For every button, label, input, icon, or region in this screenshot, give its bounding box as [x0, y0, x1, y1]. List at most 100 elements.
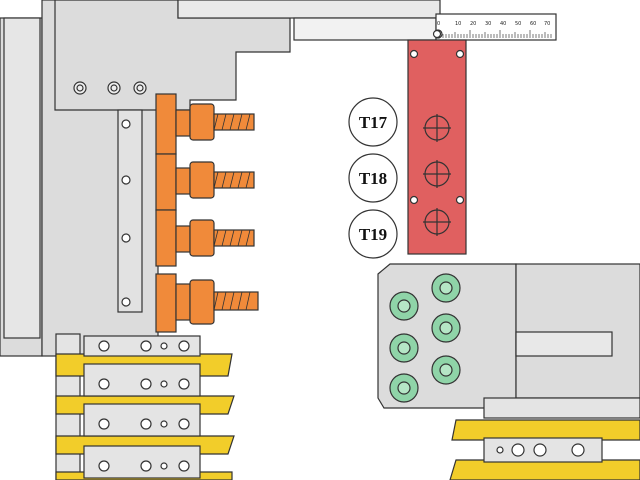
orange-collet-2 [175, 167, 191, 195]
bolt-3 [133, 81, 147, 95]
right-clamp-screw-2 [511, 443, 525, 457]
left-clamp-1-screw-b [140, 340, 152, 352]
red-tool-holder [407, 29, 467, 255]
yellow-insert-right-2 [449, 459, 640, 480]
left-clamp-2-screw-b [140, 378, 152, 390]
top-slide-and-ruler: 0 10 20 30 40 50 60 70 [177, 0, 557, 41]
yellow-insert-right-1 [451, 419, 640, 441]
left-clamp-2-screw-d [178, 378, 190, 390]
ruler-tick-10: 10 [455, 21, 461, 27]
top-slide-body [177, 0, 441, 19]
orange-tool-column [155, 93, 259, 333]
ruler-tick-20: 20 [470, 21, 476, 27]
orange-collet-4 [175, 283, 191, 321]
ruler-tick-30: 30 [485, 21, 491, 27]
orange-block-1 [155, 93, 177, 155]
socket-t19-cross [423, 208, 451, 236]
tool-socket-t17 [423, 114, 451, 142]
left-clamp-4-screw-a [98, 460, 110, 472]
left-clamp-4-screw-b [140, 460, 152, 472]
orange-nut-2 [189, 161, 215, 199]
ruler-tick-40: 40 [500, 21, 506, 27]
green-tool-left-bottom [389, 373, 419, 403]
orange-nut-1 [189, 103, 215, 141]
left-clamp-1-screw-c [160, 342, 168, 350]
bottom-right-yellow-holder [449, 419, 640, 480]
red-top-marker [432, 29, 442, 39]
label-t19: T19 [348, 209, 398, 259]
ruler-tick-70: 70 [544, 21, 550, 27]
flute-1 [213, 113, 251, 131]
bolt-2 [107, 81, 121, 95]
ruler-tick-50: 50 [515, 21, 521, 27]
right-turret-assembly [377, 263, 640, 419]
socket-t18-cross [423, 160, 451, 188]
holder-screw-4 [121, 297, 131, 307]
left-frame-lip [3, 17, 41, 339]
red-screw-bottom-left [409, 195, 419, 205]
left-clamp-4-screw-d [178, 460, 190, 472]
green-tool-left-top [389, 291, 419, 321]
green-right-mid-inner [439, 321, 453, 335]
left-clamp-2-screw-a [98, 378, 110, 390]
left-clamp-3-screw-d [178, 418, 190, 430]
label-t17: T17 [348, 97, 398, 147]
flute-4 [213, 291, 251, 311]
green-left-mid-inner [397, 341, 411, 355]
label-t18-circle [348, 153, 398, 203]
label-t17-text: T17 [359, 113, 388, 132]
bolt-1-inner [76, 84, 84, 92]
holder-screw-1 [121, 119, 131, 129]
left-clamp-1-screw-d [178, 340, 190, 352]
green-tool-left-mid [389, 333, 419, 363]
top-slide-arm [293, 17, 437, 41]
bolt-3-inner [136, 84, 144, 92]
left-clamp-3-screw-b [140, 418, 152, 430]
label-t18-text: T18 [359, 169, 387, 188]
green-tool-right-mid [431, 313, 461, 343]
left-clamp-4-screw-c [160, 462, 168, 470]
left-clamp-2-screw-c [160, 380, 168, 388]
green-tool-right-bottom [431, 355, 461, 385]
red-screw-top-right [455, 49, 465, 59]
flute-2 [213, 171, 251, 189]
right-clamp-screw-4 [571, 443, 585, 457]
green-left-bottom-inner [397, 381, 411, 395]
tool-labels: T17 T18 T19 [348, 97, 398, 259]
orange-nut-4 [189, 279, 215, 325]
drill-flutes [213, 113, 251, 311]
holder-screw-3 [121, 233, 131, 243]
orange-nut-3 [189, 219, 215, 257]
bottom-left-yellow-holders [55, 333, 235, 480]
orange-block-2 [155, 153, 177, 211]
green-left-top-inner [397, 299, 411, 313]
right-clamp-screw-1 [496, 446, 504, 454]
left-clamp-3-screw-c [160, 420, 168, 428]
bolt-2-inner [110, 84, 118, 92]
tool-socket-t19 [423, 208, 451, 236]
left-clamp-3-screw-a [98, 418, 110, 430]
orange-block-4 [155, 273, 177, 333]
right-turret-slot [515, 331, 613, 357]
ruler-tick-60: 60 [530, 21, 536, 27]
green-tool-right-top [431, 273, 461, 303]
orange-collet-1 [175, 109, 191, 137]
bolt-1 [73, 81, 87, 95]
left-clamp-1-screw-a [98, 340, 110, 352]
tool-socket-t18 [423, 160, 451, 188]
label-t18: T18 [348, 153, 398, 203]
socket-t17-cross [423, 114, 451, 142]
tool-holder-bar [117, 109, 143, 313]
right-clamp-screw-3 [533, 443, 547, 457]
label-t19-circle [348, 209, 398, 259]
green-right-bottom-inner [439, 363, 453, 377]
ruler-tick-0: 0 [437, 21, 440, 27]
flute-3 [213, 229, 251, 247]
red-screw-bottom-right [455, 195, 465, 205]
right-turret-base [483, 397, 640, 419]
drill-shank-4 [213, 291, 259, 311]
right-turret-block [515, 263, 640, 399]
holder-screw-2 [121, 175, 131, 185]
left-turret-assembly [0, 0, 291, 357]
